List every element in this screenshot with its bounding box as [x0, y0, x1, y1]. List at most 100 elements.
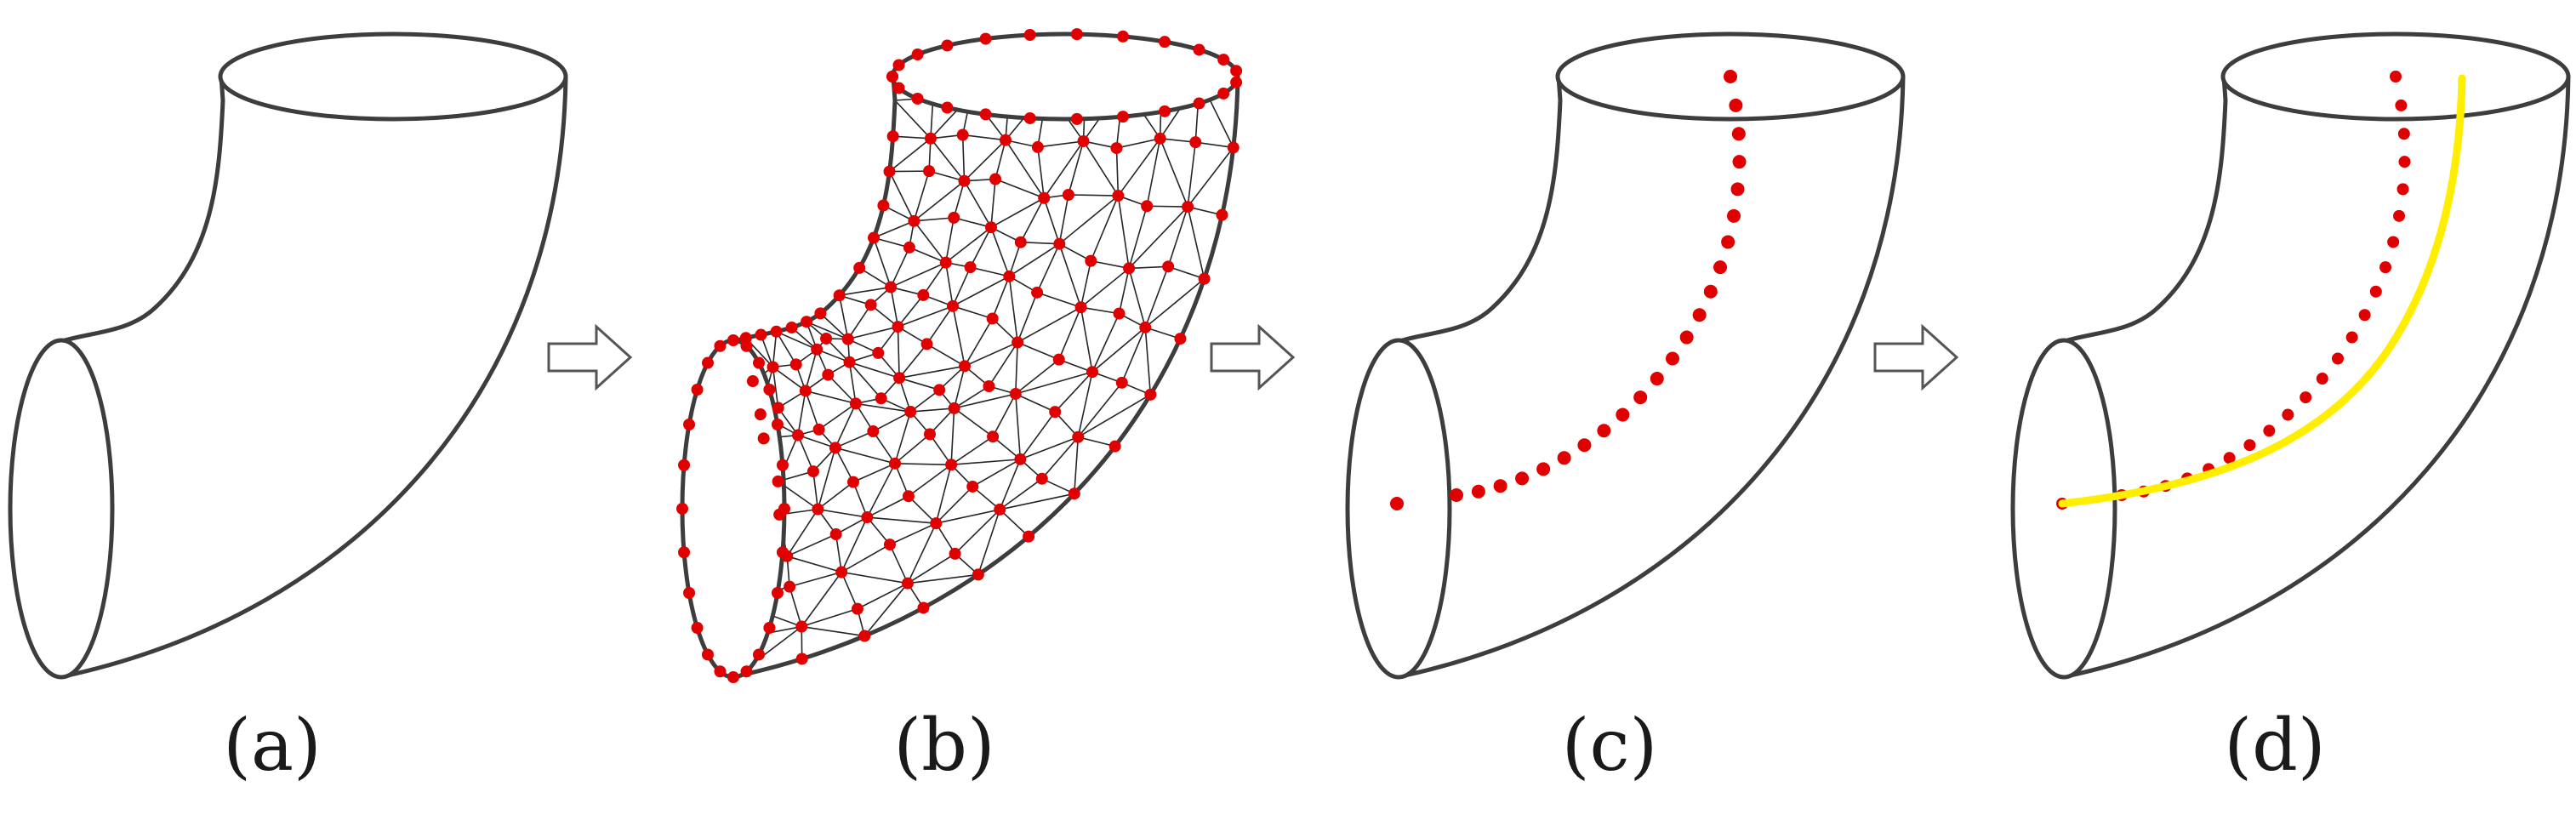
mesh-edge	[805, 349, 818, 391]
mesh-node	[1049, 406, 1062, 419]
mesh-node	[1174, 333, 1187, 345]
mesh-node	[1014, 236, 1027, 248]
centerline-point	[2395, 99, 2408, 111]
mesh-node	[849, 397, 862, 410]
mesh-edge	[898, 377, 940, 391]
centerline-point	[1727, 208, 1741, 223]
mesh-node	[875, 392, 887, 405]
rim-node	[727, 334, 739, 346]
mesh-edge	[867, 516, 937, 524]
panel-c-centerline-points	[1348, 34, 1903, 677]
mesh-edge	[944, 262, 954, 306]
mesh-node	[1198, 272, 1211, 285]
mesh-edge	[990, 197, 1045, 228]
rim-node	[778, 503, 790, 515]
mesh-edge	[894, 411, 912, 464]
rim-node	[892, 82, 905, 94]
rim-node	[1159, 105, 1171, 117]
mesh-edge	[857, 582, 909, 610]
rim-node	[702, 648, 714, 661]
mesh-edge	[990, 226, 1011, 277]
mesh-edge	[952, 305, 966, 367]
mesh-node	[861, 511, 874, 524]
panel-label-c: (c)	[1562, 704, 1658, 787]
mesh-edge	[953, 366, 966, 409]
mesh-edge	[1041, 436, 1079, 480]
mesh-node	[755, 328, 767, 341]
arrow-a-to-b	[547, 323, 633, 391]
mesh-edge	[1014, 342, 1018, 395]
mesh-node	[1003, 270, 1016, 282]
mesh-node	[994, 503, 1006, 516]
fitted-curve	[2058, 74, 2466, 508]
mesh-edge	[1145, 327, 1181, 339]
centerline-point	[1557, 451, 1571, 465]
mesh-node	[902, 490, 915, 503]
mesh-edge	[1017, 341, 1060, 361]
mesh-edge	[1144, 278, 1205, 328]
mesh-node	[1077, 134, 1090, 147]
mesh-edge	[1121, 327, 1147, 384]
centerline-point	[2263, 425, 2276, 437]
rim-node	[714, 339, 727, 352]
mesh-edge	[963, 140, 1006, 182]
centerline-point	[1713, 260, 1728, 275]
mesh-edge	[897, 327, 900, 379]
rim-node	[727, 671, 739, 683]
mesh-edge	[1015, 371, 1093, 395]
mesh-edge	[872, 430, 896, 464]
mesh-edge	[1118, 268, 1130, 314]
mesh-edge	[961, 134, 966, 181]
panel-label-a: (a)	[223, 704, 322, 787]
arrow-c-to-d	[1873, 323, 1959, 391]
mesh-node	[772, 475, 784, 487]
mesh-node	[799, 385, 812, 397]
mesh-node	[1072, 430, 1085, 443]
mesh-edge	[772, 366, 806, 392]
mesh-edge	[812, 470, 819, 510]
mesh-edge	[805, 390, 820, 430]
mesh-edge	[913, 220, 947, 264]
rim-node	[886, 71, 898, 83]
rim-node	[911, 92, 924, 105]
centerline-point	[2369, 285, 2382, 298]
rim-node	[1193, 43, 1205, 56]
mesh-node	[853, 261, 866, 274]
mesh-edge	[908, 464, 952, 497]
mesh-edge	[890, 287, 899, 328]
mesh-edge	[1080, 267, 1130, 308]
rim-node	[740, 339, 753, 352]
mesh-node	[858, 630, 871, 642]
mesh-node	[829, 528, 842, 541]
mesh-edge	[1078, 436, 1115, 447]
centerline-point	[1730, 182, 1745, 197]
mesh-edge	[1147, 205, 1188, 208]
mesh-edge	[1019, 411, 1056, 460]
mesh-node	[986, 312, 999, 325]
mesh-node	[1014, 453, 1027, 465]
rim-node	[776, 459, 789, 471]
mesh-edge	[835, 447, 896, 464]
mesh-edge	[801, 625, 865, 637]
mesh-edge	[847, 326, 898, 340]
mesh-edge	[863, 583, 909, 637]
mesh-edge	[786, 509, 819, 557]
mesh-edge	[963, 180, 992, 228]
mesh-node	[792, 429, 805, 442]
mesh-node	[1182, 201, 1194, 214]
mesh-node	[1189, 136, 1202, 149]
mesh-node	[772, 402, 784, 414]
mesh-edge	[1187, 142, 1197, 208]
centerline-point	[2243, 439, 2256, 452]
mesh-node	[820, 332, 833, 345]
centerline-point	[1616, 408, 1630, 422]
mesh-edge	[1000, 493, 1074, 510]
mesh-edge	[999, 509, 1029, 538]
mesh-edge	[1020, 197, 1045, 243]
mesh-node	[867, 425, 880, 438]
mesh-edge	[1091, 327, 1146, 373]
mesh-node	[1085, 254, 1097, 267]
mesh-edge	[849, 361, 900, 379]
mesh-edge	[776, 331, 818, 351]
mesh-node	[1052, 353, 1065, 366]
